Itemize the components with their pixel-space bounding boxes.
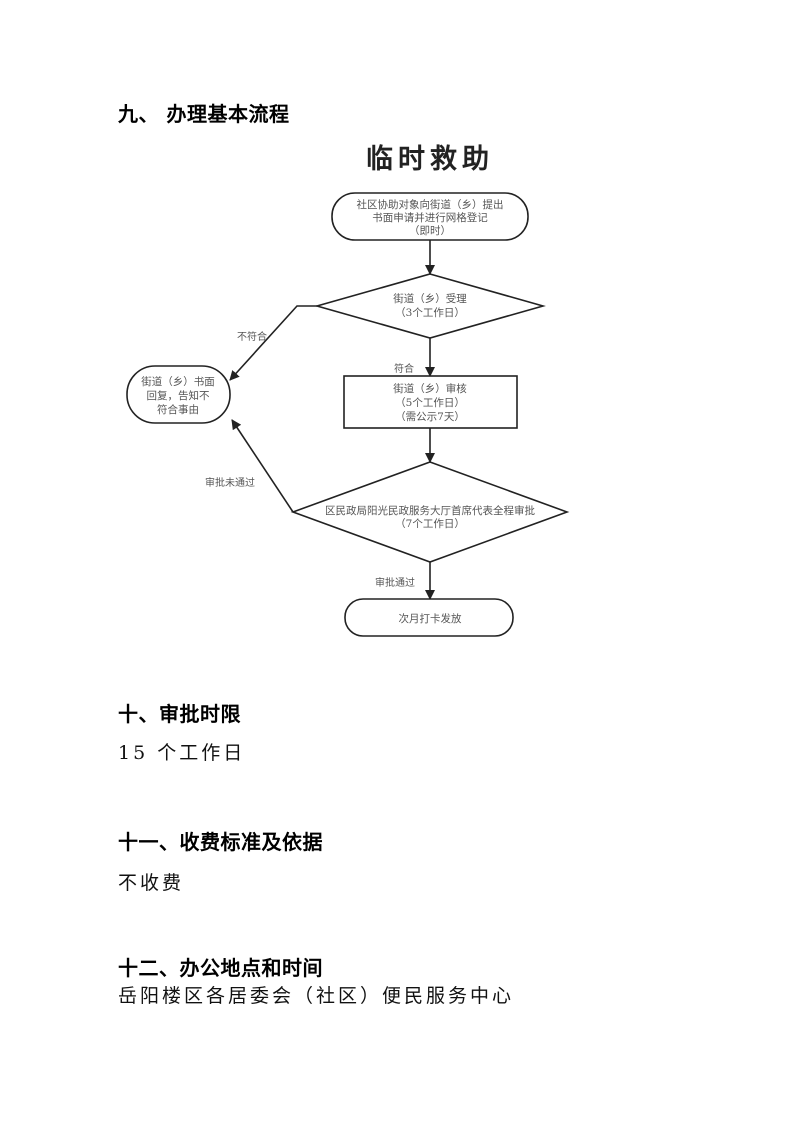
reject-text-line-1: 街道（乡）书面 — [141, 375, 215, 388]
decision-approval-line-2: （7个工作日） — [395, 518, 465, 530]
start-node: 社区协助对象向街道（乡）提出 书面申请并进行网格登记 （即时） — [331, 192, 529, 241]
start-text-line-2: 书面申请并进行网格登记 — [372, 211, 488, 224]
review-shape — [343, 375, 518, 429]
section-heading-location: 十二、办公地点和时间 — [118, 956, 323, 980]
decision-accept-line-1: 街道（乡）受理 — [393, 292, 467, 305]
review-node: 街道（乡）审核 （5个工作日） （需公示7天） — [343, 375, 518, 429]
label-eligible: 符合 — [394, 362, 414, 375]
label-approval-passed: 审批通过 — [375, 576, 415, 589]
flowchart-title: 临时救助 — [366, 143, 494, 175]
reject-text-line-2: 回复，告知不 — [147, 389, 210, 402]
review-text-line-2: （5个工作日） — [395, 397, 465, 409]
label-approval-failed: 审批未通过 — [205, 476, 255, 489]
section-content-fees: 不收费 — [118, 872, 185, 894]
section-heading-fees: 十一、收费标准及依据 — [118, 830, 323, 854]
decision-approval: 区民政局阳光民政服务大厅首席代表全程审批 （7个工作日） — [290, 461, 570, 563]
section-heading-process: 九、 办理基本流程 — [118, 102, 290, 126]
start-text-line-3: （即时） — [409, 225, 451, 237]
review-text-line-3: （需公示7天） — [395, 411, 465, 423]
decision-accept-shape — [314, 273, 546, 339]
flowchart: 临时救助 社区协助对象向街道（乡）提出 书面申请并进行网格登记 （即时） 街道（… — [126, 143, 570, 637]
section-content-time-limit: 15 个工作日 — [118, 742, 246, 764]
label-not-eligible: 不符合 — [237, 330, 267, 343]
reject-node: 街道（乡）书面 回复，告知不 符合事由 — [126, 365, 231, 424]
decision-accept-line-2: （3个工作日） — [395, 307, 465, 319]
decision-accept: 街道（乡）受理 （3个工作日） — [314, 273, 546, 339]
arrow-not-eligible — [229, 305, 317, 381]
arrow-approval-failed — [231, 419, 294, 513]
review-text-line-1: 街道（乡）审核 — [393, 382, 467, 395]
end-shape — [344, 598, 514, 637]
reject-shape — [126, 365, 231, 424]
reject-text-line-3: 符合事由 — [157, 403, 199, 416]
end-text: 次月打卡发放 — [399, 612, 462, 625]
section-content-location: 岳阳楼区各居委会（社区）便民服务中心 — [118, 985, 515, 1007]
start-text-line-1: 社区协助对象向街道（乡）提出 — [357, 198, 504, 211]
section-heading-time-limit: 十、审批时限 — [118, 702, 241, 726]
end-node: 次月打卡发放 — [344, 598, 514, 637]
decision-approval-line-1: 区民政局阳光民政服务大厅首席代表全程审批 — [325, 504, 535, 517]
